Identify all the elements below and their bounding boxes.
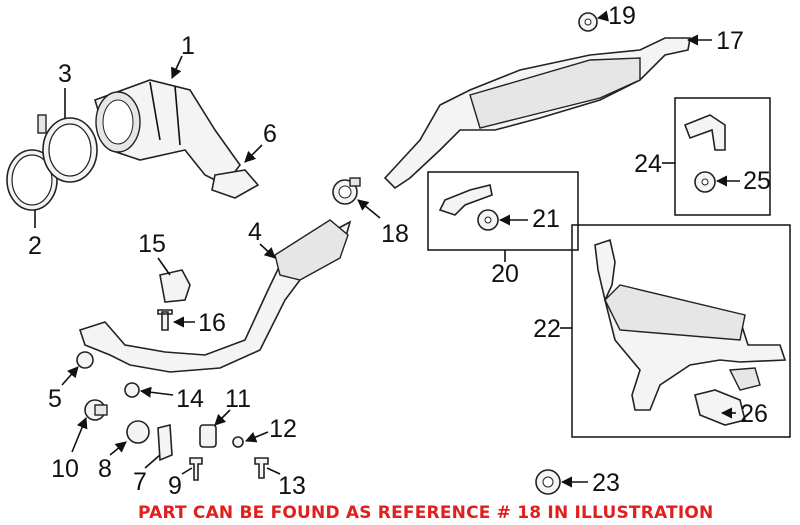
- callout-24: 24: [634, 150, 662, 178]
- washer-12: [232, 436, 244, 448]
- callout-8: 8: [98, 455, 112, 483]
- callout-21: 21: [532, 205, 560, 233]
- bolt-9: [189, 457, 203, 481]
- callout-12: 12: [269, 415, 297, 443]
- leader-lines: [34, 10, 740, 488]
- center-muffler-17: [383, 37, 691, 190]
- callout-26: 26: [740, 400, 768, 428]
- bracket-20: [438, 184, 493, 216]
- clamp-3: [37, 114, 98, 183]
- bolt-13: [254, 457, 269, 479]
- callout-10: 10: [51, 455, 79, 483]
- hanger-21: [477, 209, 499, 231]
- front-pipe-4: [78, 219, 352, 373]
- callout-4: 4: [248, 218, 262, 246]
- group-box-24: [674, 97, 771, 216]
- isolator-8: [126, 420, 150, 444]
- callout-14: 14: [176, 385, 204, 413]
- bracket-15: [159, 269, 191, 303]
- callout-3: 3: [58, 60, 72, 88]
- nut-5: [76, 351, 94, 369]
- callout-22: 22: [533, 315, 561, 343]
- gasket-2: [6, 149, 58, 211]
- callout-1: 1: [181, 32, 195, 60]
- callout-16: 16: [198, 309, 226, 337]
- clamp-23: [535, 469, 561, 495]
- callout-13: 13: [278, 472, 306, 500]
- reference-notice: PART CAN BE FOUND AS REFERENCE # 18 IN I…: [138, 503, 714, 523]
- hanger-19: [578, 12, 598, 32]
- bolt-16: [157, 309, 173, 331]
- callout-25: 25: [743, 167, 771, 195]
- nut-14: [124, 382, 140, 398]
- bracket-7: [157, 423, 173, 462]
- callout-2: 2: [28, 232, 42, 260]
- callout-17: 17: [716, 27, 744, 55]
- isolator-11: [199, 424, 217, 448]
- callout-20: 20: [491, 260, 519, 288]
- callout-6: 6: [263, 120, 277, 148]
- callout-11: 11: [225, 385, 251, 413]
- bracket-24: [683, 114, 726, 151]
- hanger-25: [694, 171, 716, 193]
- clamp-18: [332, 177, 361, 205]
- group-box-22: [571, 224, 791, 438]
- gasket-6: [211, 169, 260, 199]
- callout-9: 9: [168, 472, 182, 500]
- callout-18: 18: [381, 220, 409, 248]
- callout-5: 5: [48, 385, 62, 413]
- rear-muffler-22: [594, 238, 787, 411]
- bracket-26: [694, 367, 761, 426]
- callout-23: 23: [592, 469, 620, 497]
- callout-7: 7: [133, 468, 147, 496]
- catalytic-converter-1: [94, 79, 241, 187]
- stud-10: [84, 399, 108, 421]
- callout-19: 19: [608, 2, 636, 30]
- callout-15: 15: [138, 230, 166, 258]
- group-box-20: [427, 171, 579, 251]
